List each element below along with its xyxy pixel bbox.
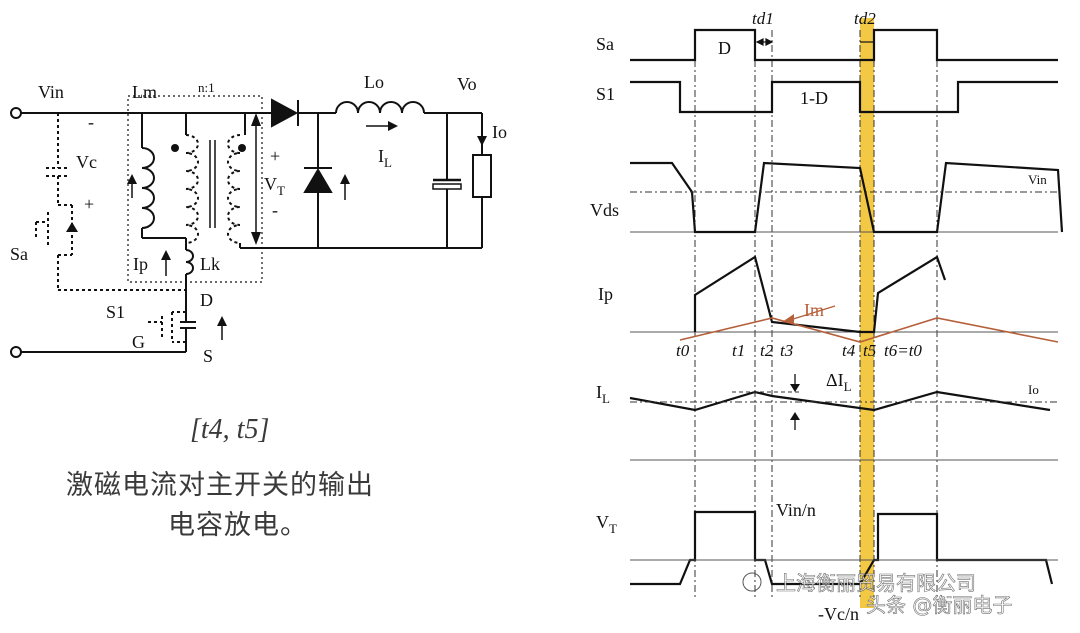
duty-d-label: D xyxy=(718,38,731,58)
caption-line-1: 激磁电流对主开关的输出 xyxy=(66,470,374,501)
il-waveform xyxy=(629,390,1051,412)
vc-plus-label: + xyxy=(84,194,94,214)
vt-wave-label: VT xyxy=(596,512,617,536)
vin-terminal xyxy=(10,107,22,119)
lo-label: Lo xyxy=(364,72,384,92)
neg-vc-n-label: -Vc/n xyxy=(818,604,859,624)
time-label-t6: t6=t0 xyxy=(884,341,922,360)
interval-caption: [t4, t5] xyxy=(190,414,269,445)
t4-t5-highlight xyxy=(860,18,874,608)
vds-waveform xyxy=(630,161,1064,234)
lk-label: Lk xyxy=(200,254,220,274)
il-label: IL xyxy=(378,146,392,170)
time-label-t4: t4 xyxy=(842,341,856,360)
time-label-t1: t1 xyxy=(732,341,745,360)
deadtime-markers xyxy=(755,38,874,46)
gate-label: G xyxy=(132,332,145,352)
sa-label: Sa xyxy=(10,244,28,264)
transformer-secondary-winding xyxy=(227,134,241,244)
td1-label: td1 xyxy=(752,9,774,28)
s1-wave-label: S1 xyxy=(596,84,615,104)
transformer-primary-winding xyxy=(185,134,199,244)
sa-wave-label: Sa xyxy=(596,34,614,54)
watermark-source: 头条 @衡丽电子 xyxy=(866,593,1012,617)
time-label-t0: t0 xyxy=(676,341,690,360)
load-resistor xyxy=(472,154,492,198)
vc-label: Vc xyxy=(76,152,97,172)
vt-plus-label: + xyxy=(270,146,280,166)
vds-wave-label: Vds xyxy=(590,200,619,220)
ip-label: Ip xyxy=(133,254,148,274)
lm-label: Lm xyxy=(132,82,157,102)
time-labels: t0 t1 t2 t3 t4 t5 t6=t0 xyxy=(676,341,922,360)
caption-line-2: 电容放电。 xyxy=(168,510,308,541)
im-label: Im xyxy=(804,300,824,320)
vc-minus-label: - xyxy=(88,112,94,132)
il-wave-label: IL xyxy=(596,382,610,406)
ratio-label: n:1 xyxy=(198,80,215,95)
ip-waveform xyxy=(693,255,947,334)
io-label: Io xyxy=(492,122,507,142)
lk-winding xyxy=(185,249,194,275)
lm-winding xyxy=(141,147,155,229)
duty-1-d-label: 1-D xyxy=(800,88,828,108)
td2-label: td2 xyxy=(854,9,876,28)
time-markers xyxy=(694,30,938,600)
delta-il-label: ΔIL xyxy=(826,370,852,394)
transformer-box xyxy=(127,95,263,283)
im-waveform xyxy=(679,317,1059,343)
source-label: S xyxy=(203,346,213,366)
sa-waveform xyxy=(630,28,1058,62)
time-label-t2: t2 xyxy=(760,341,774,360)
vt-label: VT xyxy=(264,174,285,198)
ground-terminal xyxy=(10,346,22,358)
vo-label: Vo xyxy=(457,74,477,94)
watermark-company: 上海衡丽贸易有限公司 xyxy=(776,571,976,595)
time-label-t5: t5 xyxy=(863,341,876,360)
series-diode xyxy=(271,98,299,128)
s1-label: S1 xyxy=(106,302,125,322)
drain-label: D xyxy=(200,290,213,310)
time-label-t3: t3 xyxy=(780,341,793,360)
s1-waveform xyxy=(630,80,1058,114)
lo-inductor xyxy=(335,101,425,114)
vin-label: Vin xyxy=(38,82,64,102)
wechat-icon xyxy=(742,572,762,592)
ip-wave-label: Ip xyxy=(598,284,613,304)
vin-level-label: Vin xyxy=(1028,172,1047,187)
watermark: 上海衡丽贸易有限公司 头条 @衡丽电子 xyxy=(742,571,1013,617)
vin-n-label: Vin/n xyxy=(776,500,816,520)
io-level-label: Io xyxy=(1028,382,1039,397)
freewheel-diode xyxy=(303,168,333,193)
circuit-schematic xyxy=(10,95,492,358)
vt-minus-label: - xyxy=(272,200,278,220)
